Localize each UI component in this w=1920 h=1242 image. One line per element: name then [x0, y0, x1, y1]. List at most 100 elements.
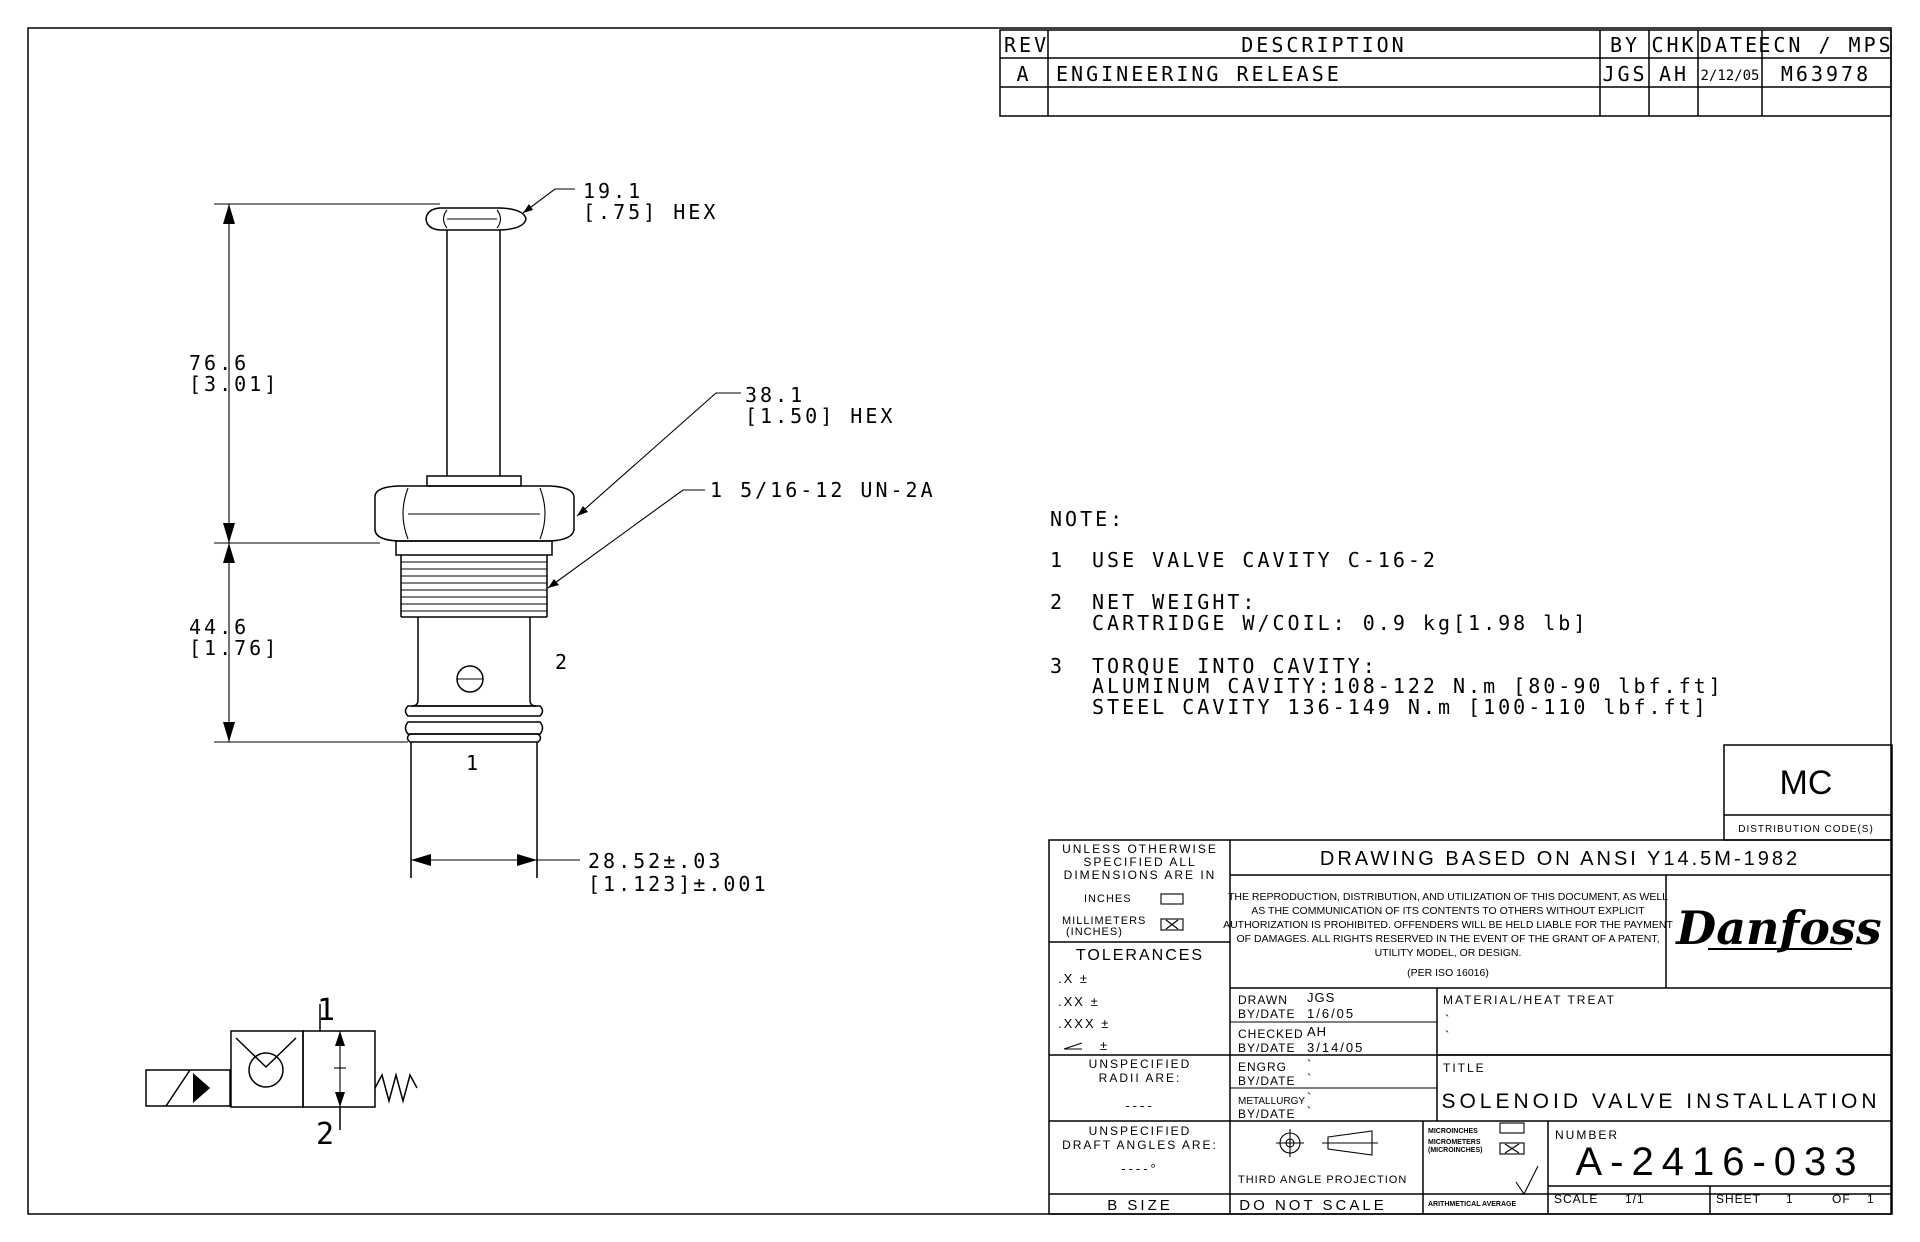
engrg-label: ENGRG	[1238, 1060, 1287, 1074]
material-line-2: `	[1445, 1028, 1449, 1043]
inches-label: INCHES	[1084, 893, 1132, 905]
port-2-label: 2	[555, 650, 570, 674]
note-2-line-1: NET WEIGHT:	[1092, 590, 1257, 614]
top-hex-in: [.75] HEX	[583, 200, 718, 224]
checked-date-label: BY/DATE	[1238, 1041, 1295, 1055]
sheet-border	[27, 27, 1892, 1215]
tolerance-xxx: .XXX ±	[1058, 1016, 1110, 1031]
unless-line-2: SPECIFIED ALL	[1083, 855, 1196, 869]
metallurgy-date-label: BY/DATE	[1238, 1107, 1295, 1121]
ansi-standard: DRAWING BASED ON ANSI Y14.5M-1982	[1320, 848, 1800, 870]
by-header: BY	[1610, 33, 1640, 57]
note-3-line-3: STEEL CAVITY 136-149 N.m [100-110 lbf.ft…	[1092, 695, 1709, 719]
description-value: ENGINEERING RELEASE	[1056, 62, 1342, 86]
unless-line-1: UNLESS OTHERWISE	[1062, 842, 1218, 856]
checked-date: 3/14/05	[1307, 1040, 1364, 1055]
engrg-date: `	[1307, 1071, 1311, 1086]
description-header: DESCRIPTION	[1241, 33, 1406, 57]
nut-hex-in: [1.50] HEX	[745, 404, 895, 428]
chk-value: AH	[1659, 62, 1689, 86]
metallurgy-date: `	[1307, 1104, 1311, 1119]
tolerance-x: .X ±	[1058, 971, 1089, 986]
nut-hex-mm: 38.1	[745, 383, 805, 407]
tolerance-xx: .XX ±	[1058, 994, 1100, 1009]
ecn-value: M63978	[1781, 62, 1871, 86]
radii-value: ----	[1125, 1098, 1154, 1113]
tolerance-angle: ±	[1100, 1038, 1107, 1053]
note-2-line-2: CARTRIDGE W/COIL: 0.9 kg[1.98 lb]	[1092, 611, 1588, 635]
symbol-port-2: 2	[316, 1117, 337, 1152]
symbol-port-1: 1	[317, 993, 338, 1028]
checked-by: AH	[1307, 1024, 1327, 1039]
of-value: 1	[1867, 1192, 1874, 1206]
scale-value: 1/1	[1625, 1192, 1645, 1206]
material-label: MATERIAL/HEAT TREAT	[1443, 993, 1616, 1007]
inches-checkbox	[1160, 893, 1184, 905]
millimeters-checkbox	[1160, 918, 1184, 931]
of-label: OF	[1832, 1192, 1851, 1206]
distribution-code-label: DISTRIBUTION CODE(S)	[1738, 824, 1874, 835]
chk-header: CHK	[1651, 33, 1696, 57]
revision-block: REV DESCRIPTION BY CHK DATE ECN / MPS A …	[999, 29, 1893, 117]
drawing-size: B SIZE	[1107, 1197, 1173, 1214]
title-block: UNLESS OTHERWISE SPECIFIED ALL DIMENSION…	[1048, 839, 1893, 1215]
radii-line-1: UNSPECIFIED	[1089, 1057, 1192, 1071]
rev-header: REV	[1004, 33, 1049, 57]
legal-line-6: (PER ISO 16016)	[1407, 967, 1489, 979]
micro-paren-label: (MICROINCHES)	[1428, 1147, 1482, 1154]
projection-label: THIRD ANGLE PROJECTION	[1238, 1174, 1407, 1186]
mm-inches-label: (INCHES)	[1066, 926, 1123, 938]
diameter-in: [1.123]±.001	[588, 872, 769, 896]
note-1-number: 1	[1050, 548, 1065, 572]
note-1-text: USE VALVE CAVITY C-16-2	[1092, 548, 1438, 572]
overall-length-mm: 76.6	[189, 351, 249, 375]
engrg-date-label: BY/DATE	[1238, 1074, 1295, 1088]
projection-cone-icon	[1327, 1130, 1373, 1156]
overall-length-in: [3.01]	[189, 372, 279, 396]
lower-length-in: [1.76]	[189, 636, 279, 660]
ecn-header: ECN / MPS	[1758, 33, 1893, 57]
material-line-1: `	[1445, 1012, 1449, 1027]
surface-finish-check-icon	[1515, 1165, 1539, 1196]
draft-line-1: UNSPECIFIED	[1089, 1124, 1192, 1138]
draft-value: ----°	[1121, 1161, 1159, 1176]
microinches-label: MICROINCHES	[1428, 1128, 1478, 1135]
radii-line-2: RADII ARE:	[1099, 1071, 1182, 1085]
note-3-line-1: TORQUE INTO CAVITY:	[1092, 654, 1378, 678]
legal-line-1: THE REPRODUCTION, DISTRIBUTION, AND UTIL…	[1228, 891, 1668, 903]
hydraulic-symbol	[145, 1004, 418, 1130]
rev-value: A	[1016, 62, 1031, 86]
thread-spec: 1 5/16-12 UN-2A	[710, 478, 936, 502]
title-label: TITLE	[1443, 1061, 1486, 1075]
millimeters-label: MILLIMETERS	[1062, 915, 1146, 927]
danfoss-logo: Danfoss	[1674, 901, 1881, 955]
legal-line-4: OF DAMAGES. ALL RIGHTS RESERVED IN THE E…	[1236, 933, 1659, 945]
diameter-mm: 28.52±.03	[588, 849, 723, 873]
drawing-number: A-2416-033	[1575, 1140, 1864, 1184]
note-3-number: 3	[1050, 654, 1065, 678]
by-value: JGS	[1602, 62, 1647, 86]
tolerances-heading: TOLERANCES	[1076, 947, 1204, 964]
date-header: DATE	[1700, 33, 1760, 57]
dimension-lines	[214, 188, 741, 878]
notes: NOTE: 1 USE VALVE CAVITY C-16-2 2 NET WE…	[1050, 507, 1724, 719]
distribution-code: MC	[1780, 764, 1833, 802]
cartridge-drawing	[374, 207, 575, 878]
scale-label: SCALE	[1554, 1192, 1598, 1206]
drawn-label: DRAWN	[1238, 993, 1288, 1007]
sheet-value: 1	[1786, 1192, 1793, 1206]
notes-heading: NOTE:	[1050, 507, 1125, 531]
engrg-by: `	[1307, 1057, 1311, 1072]
drawn-by: JGS	[1307, 990, 1335, 1005]
top-hex-mm: 19.1	[583, 179, 643, 203]
metallurgy-by: `	[1307, 1090, 1311, 1105]
drawing-title: SOLENOID VALVE INSTALLATION	[1441, 1090, 1880, 1113]
number-label: NUMBER	[1555, 1128, 1619, 1142]
note-3-line-2: ALUMINUM CAVITY:108-122 N.m [80-90 lbf.f…	[1092, 674, 1724, 698]
legal-line-3: AUTHORIZATION IS PROHIBITED. OFFENDERS W…	[1223, 919, 1673, 931]
arithmetical-average-label: ARITHMETICAL AVERAGE	[1428, 1201, 1516, 1208]
checked-label: CHECKED	[1238, 1027, 1304, 1041]
metallurgy-label: METALLURGY	[1238, 1096, 1305, 1107]
date-value: 2/12/05	[1700, 68, 1759, 84]
